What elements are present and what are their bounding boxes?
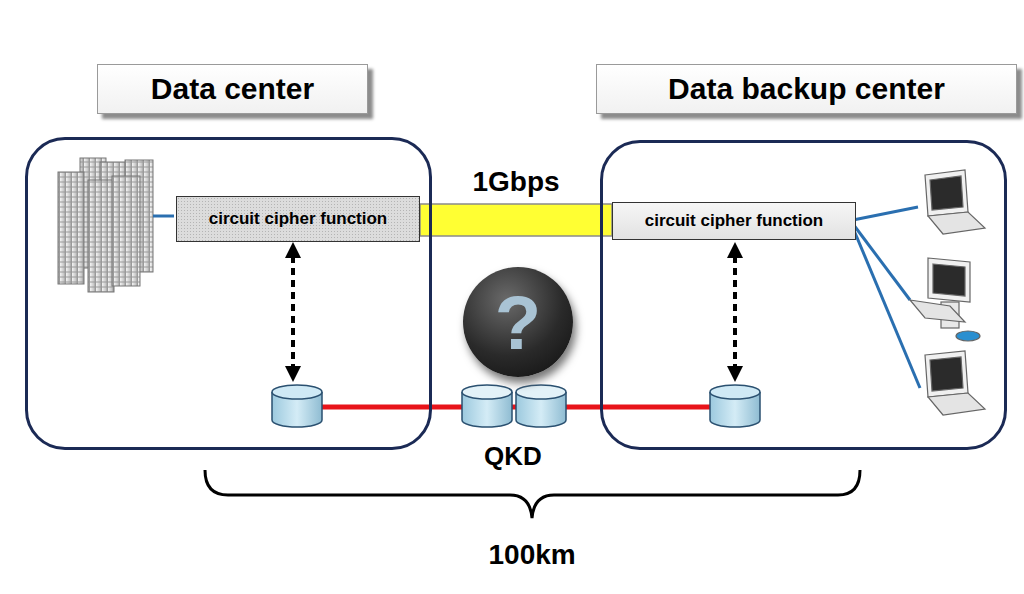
server-link — [153, 215, 174, 218]
laptop — [925, 351, 985, 415]
site-heading: Data center — [97, 64, 368, 114]
site-region: Data centercircuit cipher function — [25, 137, 432, 450]
server-racks — [58, 158, 153, 292]
cipher-box: circuit cipher function — [612, 202, 856, 240]
laptop — [925, 170, 985, 234]
question-icon: ? — [463, 267, 573, 377]
cipher-box: circuit cipher function — [176, 196, 420, 242]
box-label: circuit cipher function — [645, 211, 824, 231]
link-bar-body — [420, 204, 612, 236]
link-bar — [420, 204, 612, 236]
client-links — [853, 207, 920, 388]
site-heading: Data backup center — [596, 64, 1017, 114]
qkd-device — [272, 385, 760, 427]
distance-bracket — [205, 470, 860, 518]
box-label: circuit cipher function — [209, 209, 388, 229]
key-supply-arrow — [285, 242, 743, 382]
question-mark: ? — [495, 279, 541, 366]
distance-label: 100km — [489, 539, 576, 571]
desktop-computer — [910, 258, 980, 341]
bandwidth-label: 1Gbps — [473, 166, 560, 198]
qkd-label: QKD — [484, 441, 542, 472]
site-region: Data backup centercircuit cipher functio… — [600, 140, 1007, 450]
